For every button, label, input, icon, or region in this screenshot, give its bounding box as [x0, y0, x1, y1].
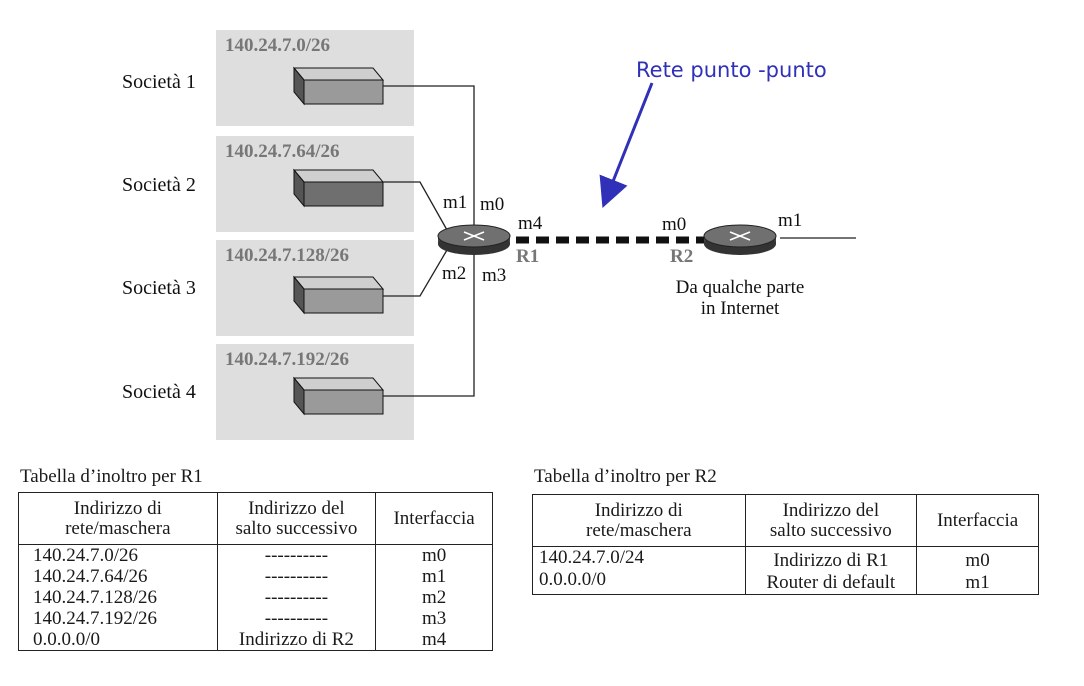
network-prefix-1: 140.24.7.0/26 [225, 35, 330, 56]
lan-links [383, 85, 856, 397]
network-prefix-4: 140.24.7.192/26 [225, 349, 349, 370]
column-header-interface: Interfaccia [916, 494, 1039, 547]
network-label-3: Società 3 [122, 277, 196, 299]
network-label-2: Società 2 [122, 174, 196, 196]
switch-icon [292, 376, 385, 416]
network-label-1: Società 1 [122, 71, 196, 93]
point-to-point-annotation: Rete punto -punto [636, 58, 827, 82]
network-diagram: 140.24.7.0/26 Società 1 140.24.7.64/26 S… [122, 30, 856, 440]
r1-port-m4: m4 [518, 213, 543, 234]
switch-icon [292, 66, 385, 106]
annotation-arrow [599, 82, 654, 208]
r1-port-m3: m3 [482, 265, 506, 286]
router-icon [437, 224, 511, 255]
r2-port-m1: m1 [778, 210, 802, 231]
r1-port-m2: m2 [442, 263, 466, 284]
router2-caption-line2: in Internet [701, 298, 780, 319]
router2-caption-line1: Da qualche parte [676, 277, 805, 298]
network-prefix-2: 140.24.7.64/26 [225, 141, 340, 162]
network-label-4: Società 4 [122, 381, 196, 403]
r2-port-m0: m0 [662, 214, 686, 235]
column-header-interface: Interfaccia [375, 492, 493, 545]
cell-next-hop: ----------------------------------------… [216, 544, 377, 651]
router2-label: R2 [670, 246, 693, 267]
network-box-1: 140.24.7.0/26 [216, 30, 414, 126]
r1-port-m1: m1 [443, 192, 467, 213]
network-box-2: 140.24.7.64/26 [216, 136, 414, 232]
network-box-4: 140.24.7.192/26 [216, 344, 414, 440]
table-r2-title: Tabella d’inoltro per R2 [534, 466, 717, 487]
switch-icon [292, 275, 385, 315]
network-prefix-3: 140.24.7.128/26 [225, 245, 349, 266]
router-icon [703, 224, 777, 255]
switch-icon [292, 168, 385, 208]
router1-label: R1 [516, 246, 539, 267]
r1-port-m0: m0 [480, 194, 504, 215]
network-box-3: 140.24.7.128/26 [216, 240, 414, 336]
table-r1-title: Tabella d’inoltro per R1 [20, 466, 203, 487]
